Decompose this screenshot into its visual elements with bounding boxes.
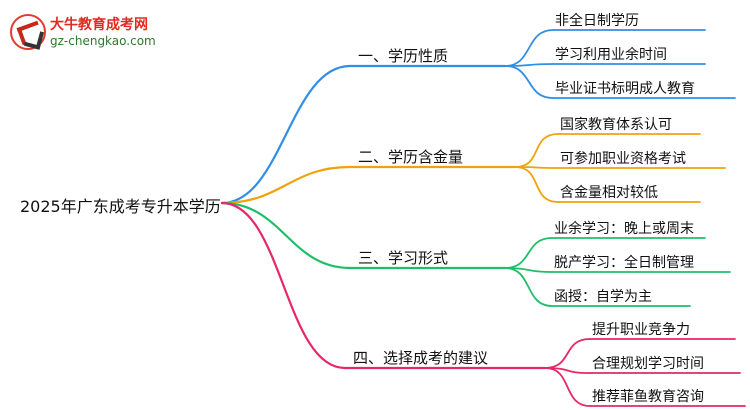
leaf-node: 业余学习：晚上或周末 [554, 221, 694, 237]
leaf-connector [504, 267, 553, 307]
branch-node-2: 二、学历含金量 [358, 148, 464, 166]
leaf-node: 推荐菲鱼教育咨询 [592, 389, 704, 405]
branch-node-4: 四、选择成考的建议 [353, 349, 489, 367]
leaf-node: 学习利用业余时间 [555, 47, 667, 63]
leaf-node: 国家教育体系认可 [560, 117, 672, 133]
leaf-connector [544, 367, 591, 407]
leaf-connector [504, 237, 553, 269]
leaf-node: 函授：自学为主 [554, 289, 652, 305]
logo-title: 大牛教育成考网 [50, 17, 148, 33]
leaf-connector [504, 29, 554, 67]
leaf-connector [544, 338, 591, 369]
leaf-node: 合理规划学习时间 [592, 356, 704, 372]
leaf-node: 可参加职业资格考试 [560, 151, 686, 167]
leaf-node: 毕业证书标明成人教育 [555, 81, 695, 97]
leaf-node: 提升职业竞争力 [592, 322, 690, 338]
branch-node-3: 三、学习形式 [358, 249, 449, 267]
branch-connector [220, 165, 352, 205]
logo-mark-icon [10, 14, 46, 50]
logo: 大牛教育成考网 gz-chengkao.com [8, 12, 168, 54]
root-node: 2025年广东成考专升本学历 [20, 197, 221, 216]
branch-connector [220, 64, 352, 205]
logo-url: gz-chengkao.com [50, 34, 156, 48]
leaf-connector [504, 65, 554, 99]
leaf-node: 脱产学习：全日制管理 [554, 255, 694, 271]
branch-node-1: 一、学历性质 [358, 47, 449, 65]
branch-connector [220, 201, 352, 270]
leaf-node: 含金量相对较低 [560, 185, 658, 201]
leaf-connector [514, 166, 559, 203]
leaf-node: 非全日制学历 [555, 13, 639, 29]
leaf-connector [514, 133, 559, 168]
branch-connector [220, 201, 347, 370]
